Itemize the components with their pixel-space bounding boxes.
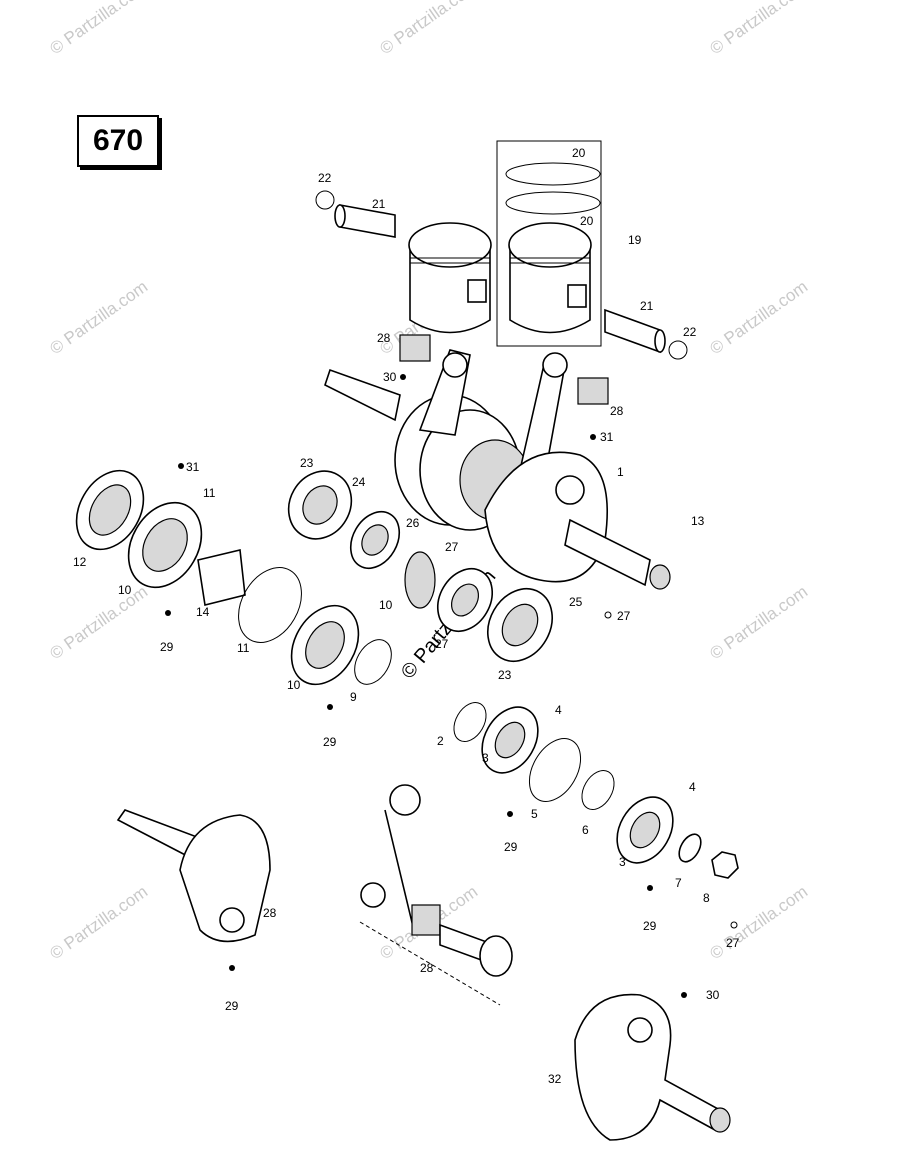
callout-31: 31	[186, 460, 200, 474]
needle-bearings	[399, 334, 609, 405]
crank-half-right	[574, 993, 731, 1141]
callout-1: 1	[617, 465, 624, 479]
callout-27: 27	[617, 609, 631, 623]
callout-18: 20	[572, 146, 586, 160]
watermark: © Partzilla.com	[46, 0, 151, 58]
callout-30: 29	[225, 999, 239, 1013]
callout-27: 27	[726, 936, 740, 950]
callout-13: 12	[73, 555, 87, 569]
oil-drop-icon	[400, 374, 406, 380]
piston-pins	[315, 190, 688, 360]
lower-bearing-stack	[453, 702, 739, 879]
oil-drop-icon	[507, 811, 513, 817]
watermark: © Partzilla.com	[706, 582, 811, 663]
watermark: © Partzilla.com	[706, 0, 811, 58]
left-seal-bearing-stack	[75, 469, 401, 686]
callout-11: 11	[203, 486, 216, 500]
crankshaft-assembly	[324, 349, 671, 590]
callout-29: 29	[160, 640, 174, 654]
watermark: © Partzilla.com	[46, 582, 151, 663]
watermark: © Partzilla.com	[706, 277, 811, 358]
oil-drop-icon	[681, 992, 687, 998]
piston-kit-frame	[496, 140, 602, 347]
callout-labels: 20 20 19 22 21 21 22 28 30 28 31 1 31 11…	[73, 146, 740, 1086]
callout-29: 29	[643, 919, 657, 933]
callout-14: 13	[691, 514, 705, 528]
watermark: © Partzilla.com	[46, 277, 151, 358]
callout-6: 6	[582, 823, 589, 837]
piston-rings	[505, 162, 601, 215]
callout-19: 21	[640, 299, 654, 313]
callout-4: 4	[555, 703, 562, 717]
piston-left	[408, 222, 492, 334]
callout-10: 10	[287, 678, 301, 692]
oil-drop-icon	[229, 965, 235, 971]
callout-29: 29	[504, 840, 518, 854]
callout-22: 25	[569, 595, 583, 609]
callout-26: 28	[420, 961, 434, 975]
connecting-rod-kit	[359, 784, 513, 1006]
callout-30: 30	[706, 988, 720, 1002]
oil-drop-icon	[178, 463, 184, 469]
callout-28: 28	[610, 404, 624, 418]
callout-5: 5	[531, 807, 538, 821]
callout-12: 11	[237, 641, 250, 655]
grease-drop-icon	[730, 921, 738, 929]
callout-3: 3	[482, 751, 489, 765]
callout-21: 23	[498, 668, 512, 682]
oil-drop-icon	[165, 610, 171, 616]
callout-31: 30	[383, 370, 397, 384]
model-number-box: 670	[77, 115, 159, 167]
oil-drop-icon	[647, 885, 653, 891]
callout-22: 24	[352, 475, 366, 489]
piston-right	[508, 222, 592, 334]
center-gear-stack	[404, 551, 553, 662]
callout-16: 19	[628, 233, 642, 247]
callout-15: 14	[196, 605, 210, 619]
callout-23: 26	[406, 516, 420, 530]
callout-17: 20	[580, 214, 594, 228]
callout-25: 28	[263, 906, 277, 920]
watermark: © Partzilla.com	[46, 882, 151, 963]
oil-drop-icon	[590, 434, 596, 440]
callout-31: 31	[600, 430, 614, 444]
callout-8: 8	[703, 891, 710, 905]
callout-29: 29	[323, 735, 337, 749]
callout-24: 27	[445, 540, 459, 554]
callout-3: 3	[619, 855, 626, 869]
model-number: 670	[92, 124, 144, 157]
callout-9: 9	[350, 690, 357, 704]
callout-2: 2	[437, 734, 444, 748]
grease-drop-icon	[604, 611, 612, 619]
callout-20: 22	[318, 171, 332, 185]
callout-20: 22	[683, 325, 697, 339]
callout-7: 7	[675, 876, 682, 890]
callout-21: 23	[300, 456, 314, 470]
callout-28: 28	[377, 331, 391, 345]
callout-32: 32	[548, 1072, 562, 1086]
crank-half-left	[116, 809, 271, 943]
callout-23: 27	[435, 637, 449, 651]
oil-drop-icon	[327, 704, 333, 710]
watermark: © Partzilla.com	[376, 0, 481, 58]
callout-4: 4	[689, 780, 696, 794]
callout-10: 10	[118, 583, 132, 597]
callout-11: 10	[379, 598, 393, 612]
oil-drop-icons	[165, 374, 738, 998]
watermark: © Partzilla.com	[706, 882, 811, 963]
callout-19: 21	[372, 197, 386, 211]
